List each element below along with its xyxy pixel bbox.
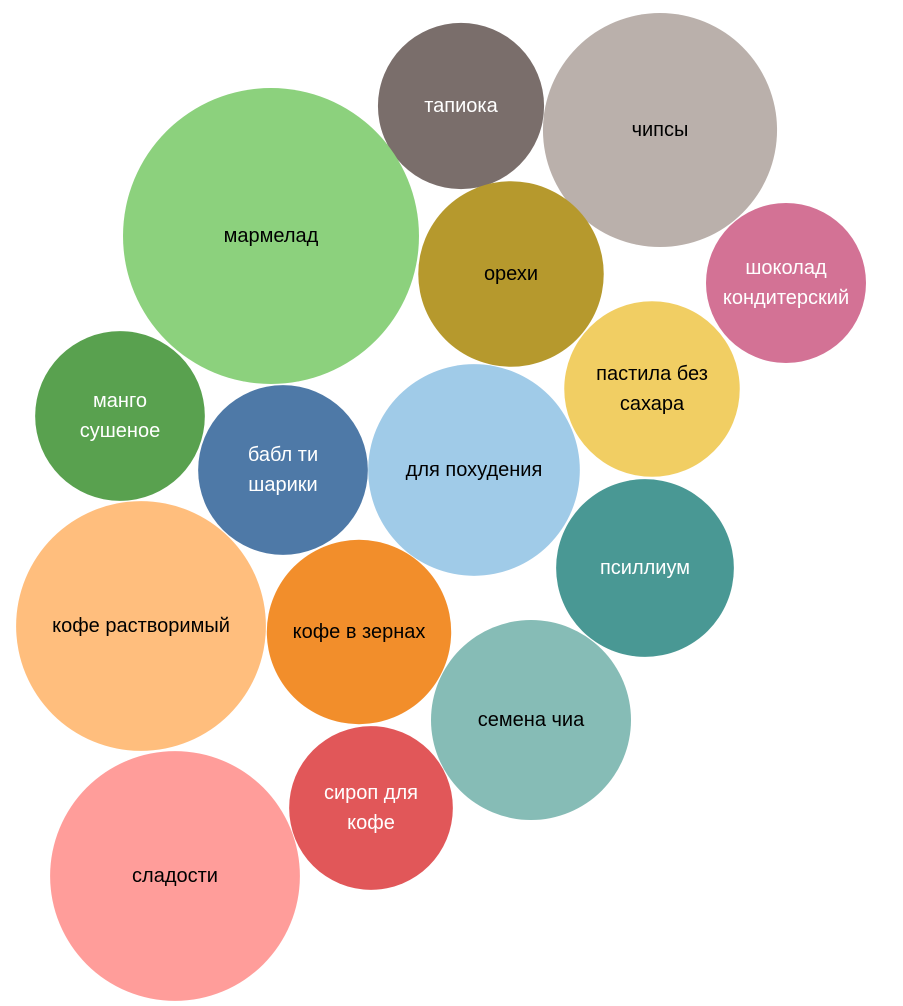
bubble: чипсы: [542, 12, 778, 248]
bubble-label: сушеное: [80, 420, 160, 442]
bubble-label: кофе: [347, 812, 395, 834]
bubble: пастила без сахара: [564, 301, 740, 477]
bubble: мармелад: [123, 88, 419, 384]
bubble-label: орехи: [484, 263, 538, 285]
bubble-label: сахара: [620, 393, 685, 415]
bubble-circle: [368, 364, 580, 576]
bubble: тапиока: [377, 22, 545, 190]
bubble-label: чипсы: [632, 119, 689, 141]
bubble: сироп для кофе: [289, 726, 453, 890]
bubble-circle: [431, 620, 631, 820]
bubble-circle: [35, 331, 205, 501]
bubble-circle: [542, 12, 778, 248]
bubble-circle: [564, 301, 740, 477]
bubble: псиллиум: [556, 479, 734, 657]
bubble-label: мармелад: [224, 225, 319, 247]
bubble: сладости: [50, 751, 300, 1001]
bubble: орехи: [418, 181, 604, 367]
bubble-label: кофе растворимый: [52, 615, 230, 637]
bubble-circle: [198, 385, 368, 555]
bubble-label: бабл ти: [248, 444, 318, 466]
bubble-label: для похудения: [406, 459, 543, 481]
bubble-circle: [706, 203, 866, 363]
bubble-circle: [289, 726, 453, 890]
bubble-circle: [266, 539, 452, 725]
bubble: семена чиа: [431, 620, 631, 820]
bubble-label: семена чиа: [478, 709, 585, 731]
bubble-label: манго: [93, 390, 147, 412]
bubble-label: пастила без: [596, 363, 708, 385]
bubble-label: кофе в зернах: [293, 621, 426, 643]
bubble-circle: [418, 181, 604, 367]
bubble: шоколад кондитерский: [706, 203, 866, 363]
bubble-label: шарики: [248, 474, 317, 496]
bubble: кофе в зернах: [266, 539, 452, 725]
bubble: бабл ти шарики: [198, 385, 368, 555]
bubble-circle: [123, 88, 419, 384]
bubble-label: шоколад: [745, 257, 827, 279]
bubble-label: псиллиум: [600, 557, 690, 579]
bubble-circle: [556, 479, 734, 657]
bubble-circle: [16, 501, 266, 751]
bubble-label: кондитерский: [723, 287, 849, 309]
bubble-label: сироп для: [324, 782, 418, 804]
bubble: манго сушеное: [35, 331, 205, 501]
bubble: кофе растворимый: [16, 501, 266, 751]
bubble-label: тапиока: [424, 95, 498, 117]
bubble-label: сладости: [132, 865, 218, 887]
bubble: для похудения: [368, 364, 580, 576]
bubble-circle: [377, 22, 545, 190]
bubble-circle: [50, 751, 300, 1001]
